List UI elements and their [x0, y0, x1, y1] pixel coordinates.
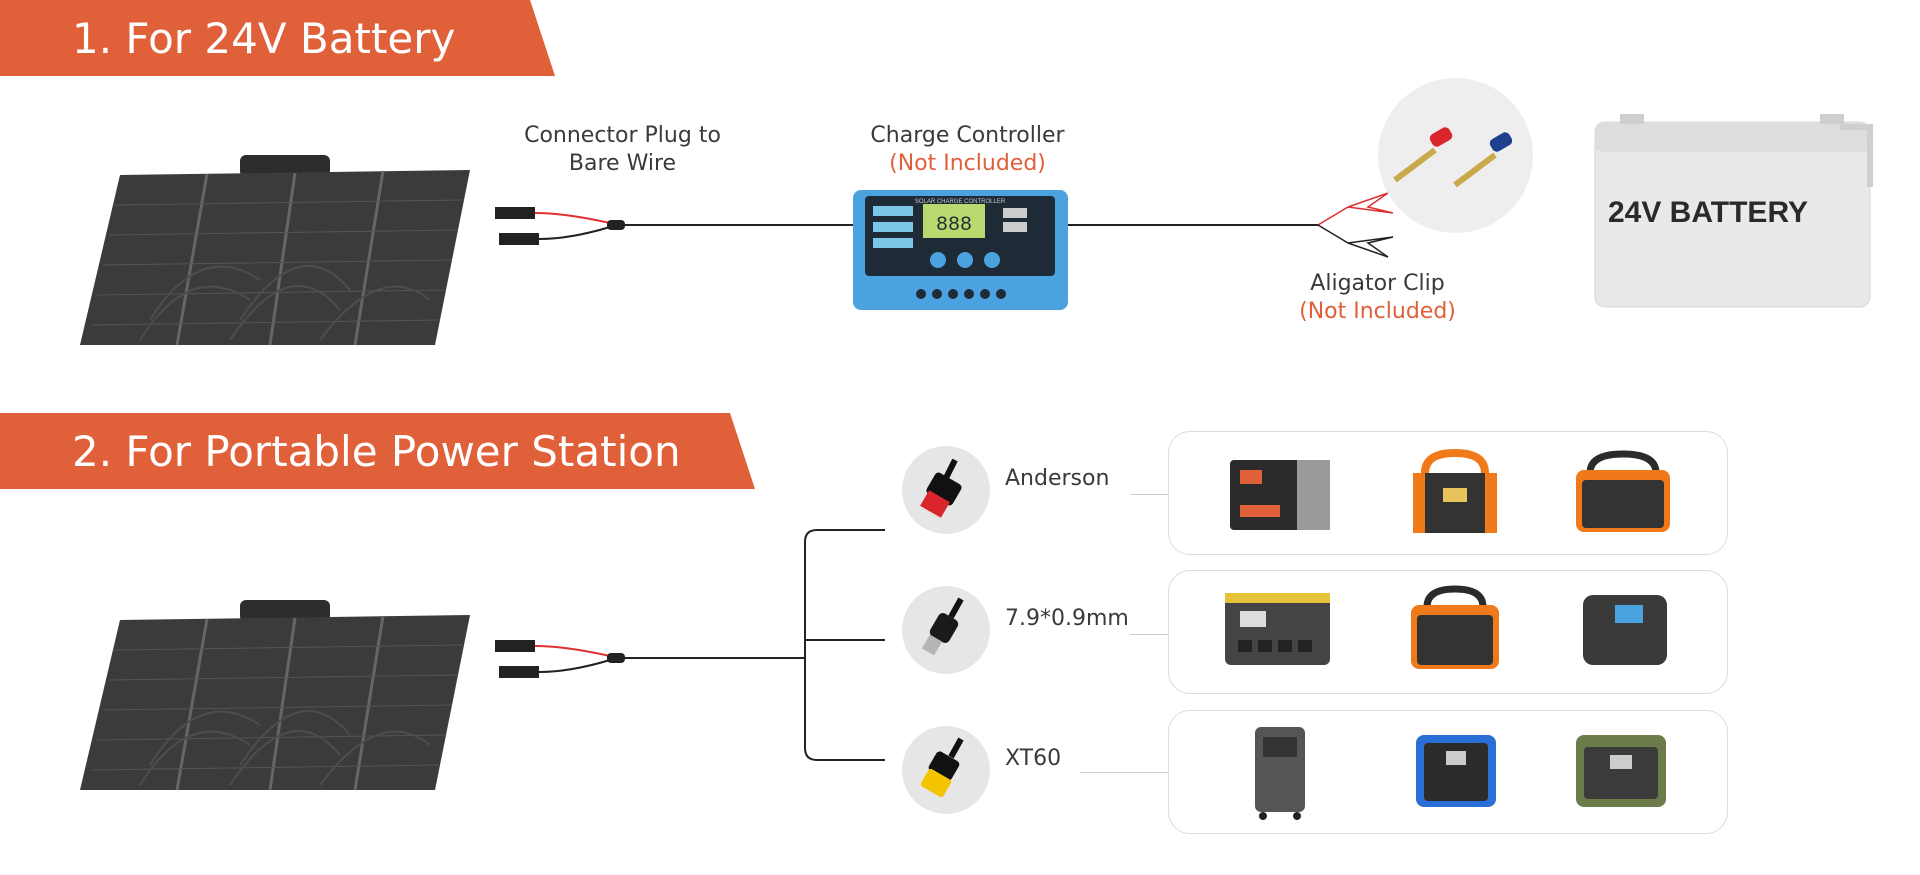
charge-controller-label: Charge Controller	[870, 123, 1065, 148]
anderson-divider	[1130, 494, 1170, 495]
power-station-2-1	[1225, 593, 1330, 665]
power-station-3-3	[1576, 735, 1666, 807]
charge-controller: SOLAR CHARGE CONTROLLER 888	[853, 190, 1068, 310]
power-station-1-2	[1413, 448, 1497, 533]
power-station-2-2	[1411, 585, 1499, 669]
power-station-2-3	[1583, 595, 1667, 665]
mc4-cable-2	[495, 529, 885, 761]
anderson-label: Anderson	[1005, 466, 1110, 491]
alligator-clip-label: Aligator Clip	[1310, 271, 1445, 296]
section-2-title: 2. For Portable Power Station	[72, 426, 681, 476]
dc-plug-icon	[921, 597, 964, 656]
battery-label: 24V BATTERY	[1608, 196, 1808, 229]
alligator-clip-note: (Not Included)	[1299, 299, 1456, 324]
power-station-3-1	[1255, 727, 1305, 820]
connector-plug-label: Connector Plug to Bare Wire	[524, 123, 721, 176]
controller-display: 888	[936, 214, 972, 237]
solar-panel-1	[80, 155, 470, 346]
power-station-3-2	[1416, 735, 1496, 807]
dc-label: 7.9*0.9mm	[1005, 606, 1129, 631]
power-station-1-3	[1576, 450, 1670, 532]
clip-cable	[1068, 192, 1394, 258]
mc4-cable-1	[495, 207, 855, 245]
alligator-clip-image	[1378, 78, 1533, 233]
xt60-label: XT60	[1005, 746, 1062, 771]
battery-24v: 24V BATTERY	[1594, 114, 1873, 308]
section-2-banner: 2. For Portable Power Station	[0, 413, 755, 489]
solar-panel-2	[80, 600, 470, 791]
section-1-title: 1. For 24V Battery	[72, 13, 456, 63]
xt60-plug-icon	[920, 737, 964, 798]
charge-controller-note: (Not Included)	[889, 151, 1046, 176]
dc-divider	[1130, 634, 1170, 635]
power-station-1-1	[1230, 460, 1330, 530]
section-1-banner: 1. For 24V Battery	[0, 0, 555, 76]
anderson-plug-icon	[920, 458, 962, 518]
alligator-clip-icon	[1393, 127, 1513, 188]
xt60-divider	[1080, 772, 1170, 773]
controller-screen-title: SOLAR CHARGE CONTROLLER	[915, 199, 1006, 205]
